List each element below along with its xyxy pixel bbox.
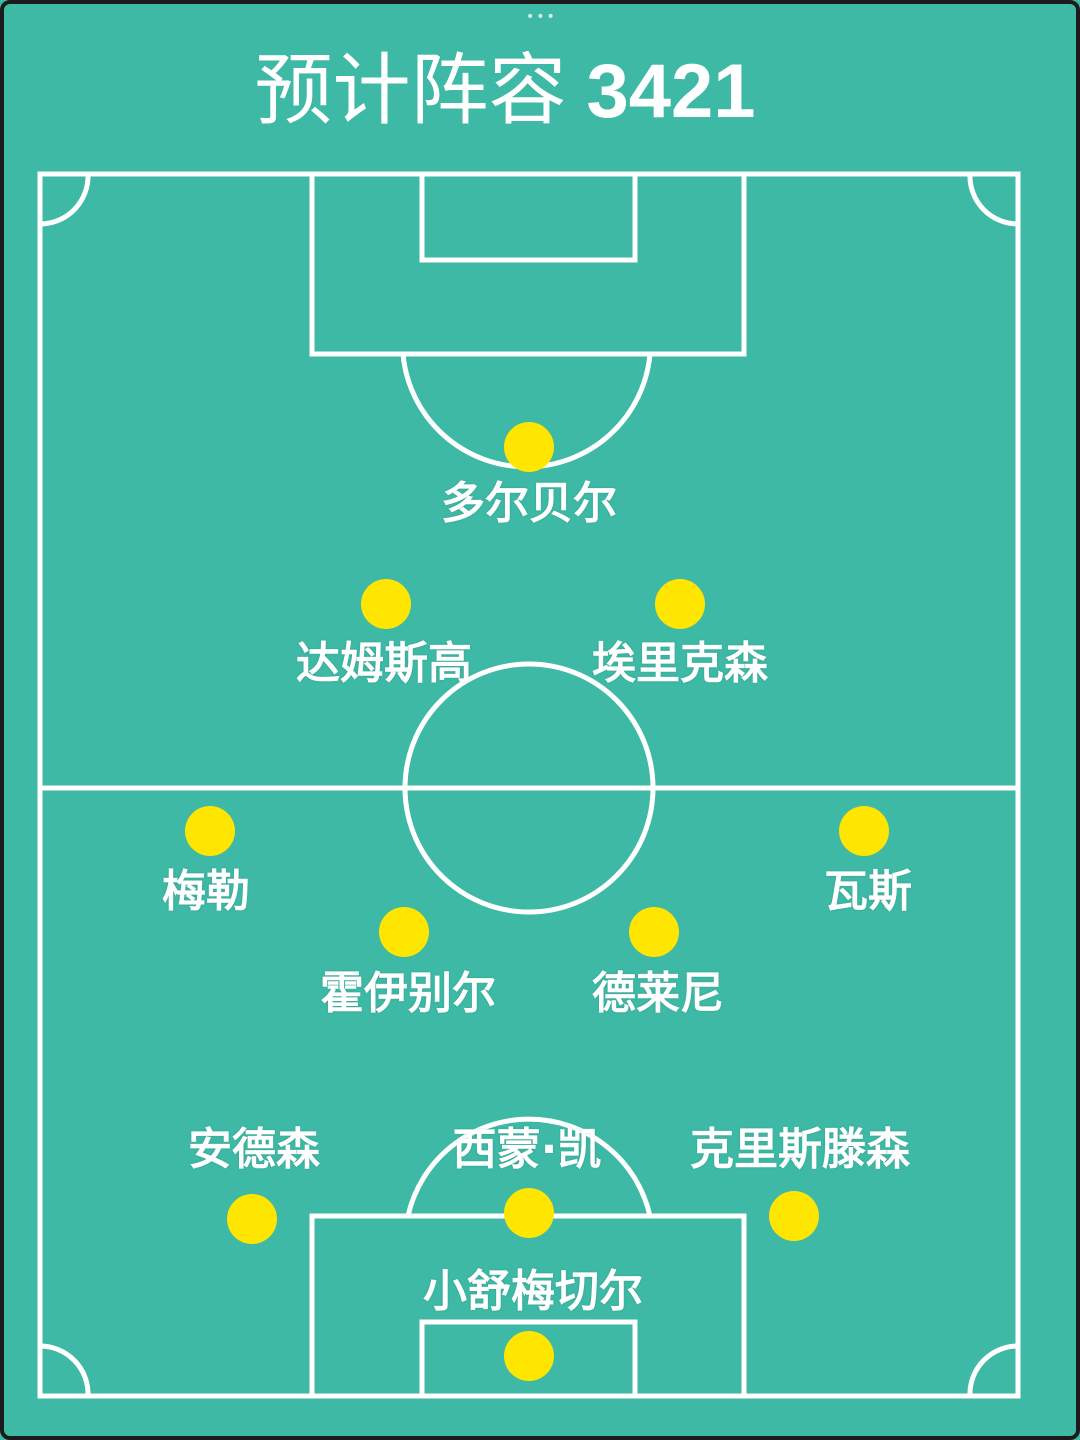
player-name-maehle: 梅勒: [162, 866, 250, 917]
player-name-christensen: 克里斯滕森: [690, 1124, 910, 1175]
player-marker-schmeichel: [504, 1331, 554, 1381]
player-name-dolberg: 多尔贝尔: [441, 478, 617, 529]
bottom-goal-box: [419, 1319, 638, 1399]
corner-arc-top-left: [39, 173, 91, 227]
player-name-delaney: 德莱尼: [592, 968, 724, 1019]
player-marker-maehle: [185, 806, 235, 856]
bottom-penalty-arc: [405, 1116, 653, 1217]
window-handle-icon: •••: [526, 9, 557, 25]
player-name-hojbjerg: 霍伊别尔: [320, 968, 496, 1019]
player-name-wass: 瓦斯: [824, 866, 912, 917]
corner-arc-bottom-left: [39, 1343, 91, 1397]
top-penalty-box: [309, 171, 747, 357]
player-name-andersen: 安德森: [188, 1124, 320, 1175]
player-marker-hojbjerg: [379, 907, 429, 957]
corner-arc-bottom-right: [967, 1343, 1019, 1397]
player-marker-delaney: [629, 907, 679, 957]
player-name-schmeichel: 小舒梅切尔: [423, 1266, 643, 1317]
player-marker-kjaer: [504, 1188, 554, 1238]
player-marker-christensen: [769, 1191, 819, 1241]
player-name-eriksen: 埃里克森: [592, 638, 768, 689]
center-circle: [402, 661, 656, 915]
player-marker-damsgaard: [361, 579, 411, 629]
player-marker-andersen: [227, 1194, 277, 1244]
player-marker-wass: [839, 806, 889, 856]
player-marker-eriksen: [655, 579, 705, 629]
top-goal-box: [419, 171, 638, 263]
player-marker-dolberg: [504, 422, 554, 472]
player-name-kjaer: 西蒙·凯: [452, 1124, 602, 1175]
corner-arc-top-right: [967, 173, 1019, 227]
formation-label: 3421: [586, 49, 756, 134]
title-text: 预计阵容: [254, 46, 567, 136]
player-name-damsgaard: 达姆斯高: [296, 638, 472, 689]
